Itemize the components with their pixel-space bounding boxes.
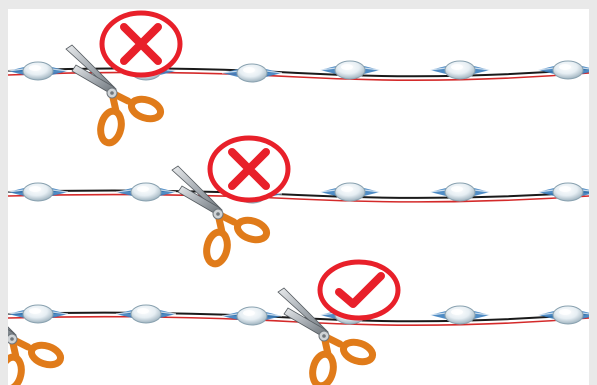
led-strip-row-3 [8, 262, 589, 385]
led-module [222, 307, 282, 325]
illustration-panel [8, 9, 589, 385]
led-strip-row-2 [8, 138, 589, 266]
led-module [116, 305, 176, 323]
led-module [8, 183, 68, 201]
led-strip-row-1 [8, 13, 589, 145]
x-mark-icon [102, 13, 180, 75]
led-module [8, 62, 68, 80]
led-strip-wire [8, 191, 589, 202]
x-mark-icon [210, 138, 288, 200]
led-module [116, 183, 176, 201]
led-module [222, 64, 282, 82]
check-mark-icon [320, 262, 398, 318]
led-strip-cutting-illustration [8, 9, 589, 385]
led-module [8, 305, 68, 323]
